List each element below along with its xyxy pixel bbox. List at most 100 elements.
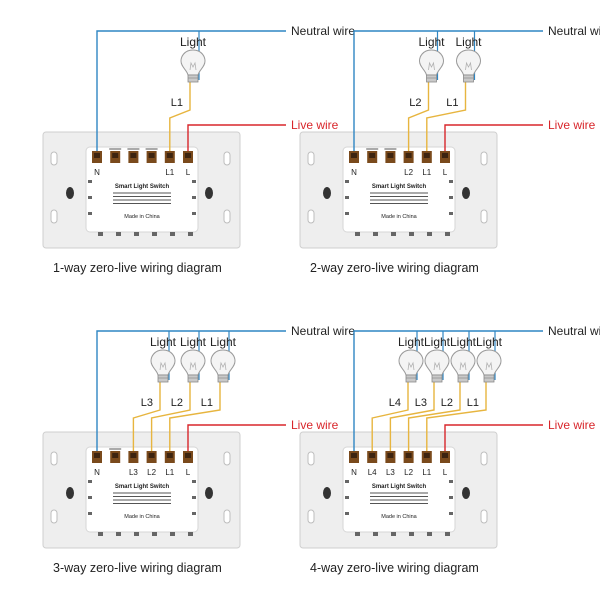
- made-in-label: Made in China: [381, 214, 417, 220]
- port-label: L1: [165, 168, 174, 177]
- mount-slot: [480, 451, 488, 466]
- mount-slot: [307, 209, 315, 224]
- load-wire-l1: [169, 382, 221, 451]
- light-bulb-icon: [424, 349, 450, 383]
- load-wire-l2: [150, 382, 191, 451]
- bottom-pin: [409, 532, 414, 536]
- mount-slot: [50, 509, 58, 524]
- light-bulb-icon: [210, 349, 236, 383]
- live-wire: [187, 424, 286, 451]
- bulb-base: [483, 374, 495, 383]
- side-pin: [88, 212, 92, 215]
- terminal-screw: [405, 153, 412, 158]
- bottom-pin: [373, 232, 378, 236]
- diagram-title: 3-way zero-live wiring diagram: [53, 561, 222, 575]
- load-wire-l1: [426, 82, 467, 151]
- module-name: Smart Light Switch: [115, 184, 170, 190]
- bottom-pin: [98, 532, 103, 536]
- neutral-wire-label: Neutral wire: [291, 24, 355, 38]
- bulb-glass: [180, 49, 206, 76]
- bottom-pin: [170, 532, 175, 536]
- neutral-wire-label: Neutral wire: [291, 324, 355, 338]
- bottom-pin: [427, 232, 432, 236]
- terminal-screw: [130, 453, 137, 458]
- made-in-label: Made in China: [124, 214, 160, 220]
- neutral-wire: [96, 330, 286, 451]
- bottom-pin: [188, 232, 193, 236]
- neutral-wire-label: Neutral wire: [548, 324, 600, 338]
- screw-hole-left: [323, 487, 331, 499]
- mount-slot: [480, 151, 488, 166]
- side-pin: [449, 212, 453, 215]
- screw-hole-left: [323, 187, 331, 199]
- light-label: Light: [424, 335, 451, 349]
- side-pin: [449, 496, 453, 499]
- terminal-screw: [442, 153, 448, 158]
- bulb-filament: [189, 361, 197, 371]
- load-label: L3: [141, 397, 153, 409]
- load-wire-l3: [132, 382, 161, 451]
- terminal-screw: [369, 453, 376, 458]
- bulb-base: [431, 374, 443, 383]
- bottom-pin: [98, 232, 103, 236]
- terminal-tab: [109, 448, 122, 450]
- light-bulb-icon: [450, 349, 476, 383]
- bulb-base: [217, 374, 229, 383]
- screw-hole-right: [462, 487, 470, 499]
- side-pin: [88, 480, 92, 483]
- diagram-title: 4-way zero-live wiring diagram: [310, 561, 479, 575]
- load-label: L1: [171, 97, 183, 109]
- terminal-screw: [351, 153, 357, 158]
- load-label: L4: [389, 397, 401, 409]
- mount-slot: [50, 209, 58, 224]
- terminal-screw: [94, 453, 100, 458]
- side-pin: [345, 480, 349, 483]
- side-pin: [88, 180, 92, 183]
- terminal-screw: [148, 453, 155, 458]
- port-label: L3: [129, 468, 138, 477]
- port-label: N: [94, 168, 100, 177]
- live-wire-label: Live wire: [548, 418, 596, 432]
- live-wire: [444, 124, 543, 151]
- port-label: L: [186, 468, 191, 477]
- load-label: L3: [415, 397, 427, 409]
- terminal-screw: [369, 153, 376, 158]
- switch-module: [342, 446, 456, 533]
- module-name: Smart Light Switch: [115, 484, 170, 490]
- terminal-tab: [366, 148, 379, 150]
- bulb-glass: [450, 349, 476, 376]
- port-label: L4: [368, 468, 377, 477]
- terminal-screw: [94, 153, 100, 158]
- mount-slot: [223, 451, 231, 466]
- bulb-glass: [210, 349, 236, 376]
- live-wire: [187, 124, 286, 151]
- bulb-glass: [455, 49, 482, 76]
- bottom-pin: [391, 232, 396, 236]
- terminal-screw: [387, 153, 394, 158]
- bottom-pin: [373, 532, 378, 536]
- light-label: Light: [455, 35, 482, 49]
- light-label: Light: [180, 35, 207, 49]
- load-label: L2: [441, 397, 453, 409]
- terminal-screw: [351, 453, 357, 458]
- mount-slot: [307, 151, 315, 166]
- live-wire-label: Live wire: [291, 418, 339, 432]
- load-label: L1: [201, 397, 213, 409]
- live-wire-label: Live wire: [548, 118, 596, 132]
- bottom-pin: [134, 532, 139, 536]
- terminal-screw: [423, 153, 430, 158]
- bottom-pin: [152, 532, 157, 536]
- load-wire-l3: [389, 382, 435, 451]
- bottom-pin: [188, 532, 193, 536]
- port-label: L: [443, 168, 448, 177]
- mount-slot: [50, 451, 58, 466]
- bottom-pin: [152, 232, 157, 236]
- bulb-glass: [424, 349, 450, 376]
- bulb-base: [405, 374, 417, 383]
- terminal-screw: [442, 453, 448, 458]
- side-pin: [345, 496, 349, 499]
- terminal-screw: [166, 153, 173, 158]
- screw-hole-left: [66, 487, 74, 499]
- module-name: Smart Light Switch: [372, 184, 427, 190]
